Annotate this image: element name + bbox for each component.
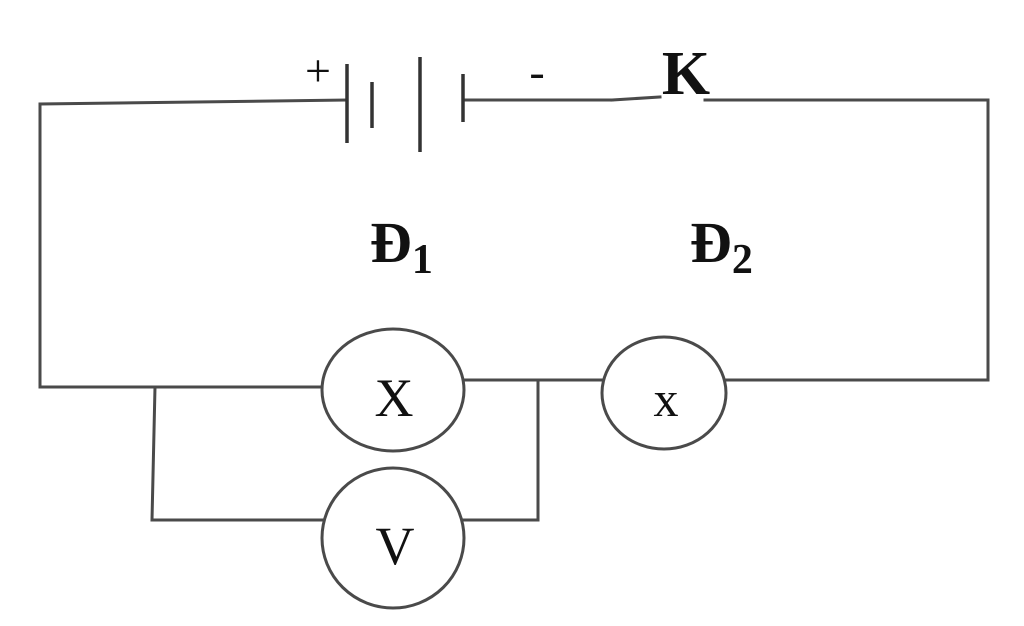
lamp-2-circle (600, 335, 728, 451)
lamp-2-label-letter: Đ (690, 210, 732, 275)
switch-label: K (662, 40, 710, 108)
battery: + - (305, 45, 545, 152)
wire-left-top (38, 98, 349, 389)
lamp-2-symbol: x (654, 371, 679, 427)
lamp-1-label-letter: Đ (370, 210, 412, 275)
lamp-1: X (320, 327, 466, 453)
voltmeter-circle (320, 466, 466, 610)
battery-positive-label: + (305, 45, 331, 96)
wire-voltmeter-right (462, 378, 540, 522)
circuit-wires (38, 95, 990, 389)
lamp-2-label: Đ2 (690, 210, 753, 283)
battery-negative-label: - (529, 46, 544, 97)
voltmeter: V (320, 466, 466, 610)
lamp-1-label-subscript: 1 (412, 237, 433, 283)
lamp-1-circle (320, 327, 466, 453)
lamp-1-symbol: X (375, 368, 414, 428)
wire-switch-to-right (703, 98, 990, 382)
lamp-2-label-subscript: 2 (732, 237, 753, 283)
lamp-1-label: Đ1 (370, 210, 433, 283)
switch-lever (610, 95, 662, 102)
voltmeter-branch-wires (150, 378, 540, 522)
voltmeter-symbol: V (376, 516, 415, 576)
wire-voltmeter-left (150, 385, 324, 522)
lamp-2: x (600, 335, 728, 451)
